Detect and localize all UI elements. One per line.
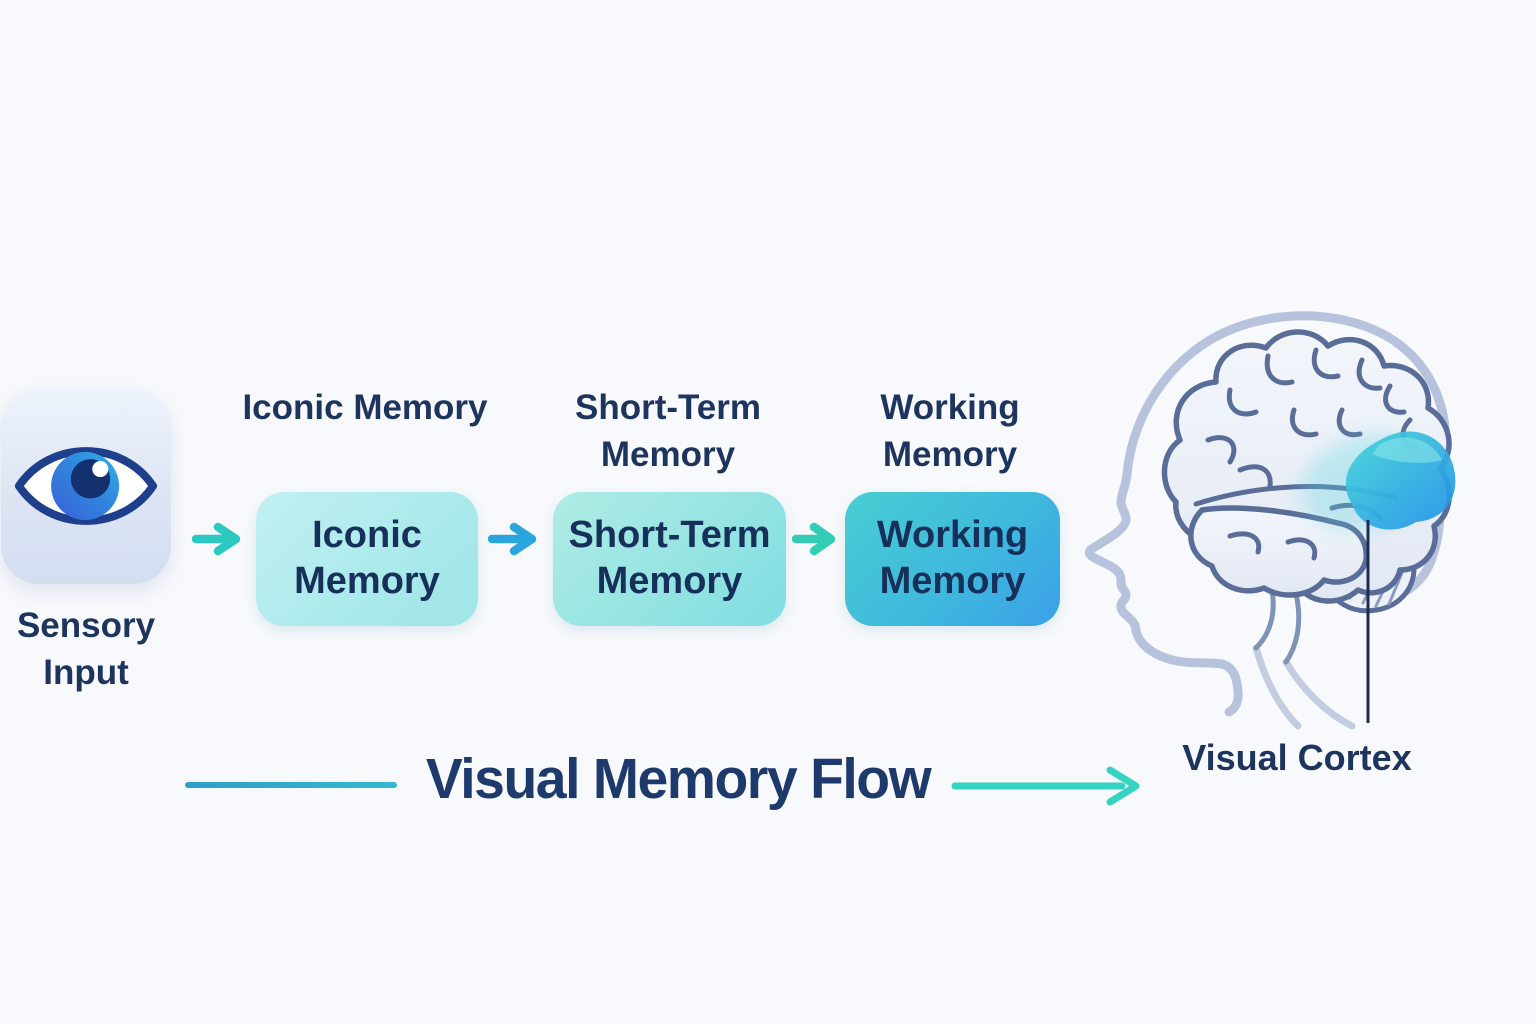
brainstem-line bbox=[1283, 591, 1302, 665]
short-term-memory-box: Short-Term Memory bbox=[553, 492, 786, 626]
iconic-memory-label-line1: Iconic Memory bbox=[242, 388, 488, 427]
working-memory-label: Working Memory bbox=[810, 385, 1090, 479]
short-term-memory-box-line2: Memory bbox=[596, 560, 743, 602]
sensory-input-label: Sensory Input bbox=[0, 602, 182, 697]
iconic-memory-label: Iconic Memory bbox=[225, 385, 505, 432]
arrow-right-icon bbox=[487, 522, 537, 556]
iconic-memory-box: Iconic Memory bbox=[256, 492, 478, 626]
working-memory-label-line2: Memory bbox=[882, 434, 1018, 474]
flow-title: Visual Memory Flow bbox=[425, 747, 932, 811]
working-memory-label-line1: Working bbox=[880, 388, 1020, 427]
working-memory-box-line2: Memory bbox=[879, 560, 1026, 602]
brain-gyri bbox=[1193, 347, 1421, 561]
neck-line bbox=[1282, 658, 1356, 730]
iconic-memory-box-line1: Iconic bbox=[312, 514, 422, 557]
arrow-right-icon bbox=[191, 522, 241, 556]
flow-title-left-line bbox=[185, 782, 397, 788]
short-term-memory-label-line1: Short-Term bbox=[574, 388, 762, 427]
highlight-sheen bbox=[1372, 437, 1442, 463]
head-profile-outline bbox=[1084, 311, 1451, 717]
brainstem-line bbox=[1253, 587, 1276, 651]
flow-title-right-arrow-icon bbox=[951, 766, 1140, 806]
short-term-memory-label: Short-Term Memory bbox=[528, 385, 808, 479]
neck-line bbox=[1252, 644, 1302, 730]
sensory-input-label-line2: Input bbox=[43, 653, 129, 693]
eye-icon bbox=[14, 447, 158, 525]
working-memory-box: Working Memory bbox=[845, 492, 1060, 626]
short-term-memory-box-line1: Short-Term bbox=[568, 514, 771, 557]
head-brain-illustration bbox=[1084, 311, 1456, 730]
sensory-input-label-line1: Sensory bbox=[16, 606, 156, 645]
iconic-memory-box-line2: Memory bbox=[294, 560, 440, 602]
visual-cortex-label: Visual Cortex bbox=[1182, 737, 1412, 778]
sensory-input-tile bbox=[1, 388, 171, 584]
short-term-memory-label-line2: Memory bbox=[600, 434, 736, 474]
arrow-right-icon bbox=[791, 522, 836, 556]
working-memory-box-line1: Working bbox=[876, 514, 1029, 557]
